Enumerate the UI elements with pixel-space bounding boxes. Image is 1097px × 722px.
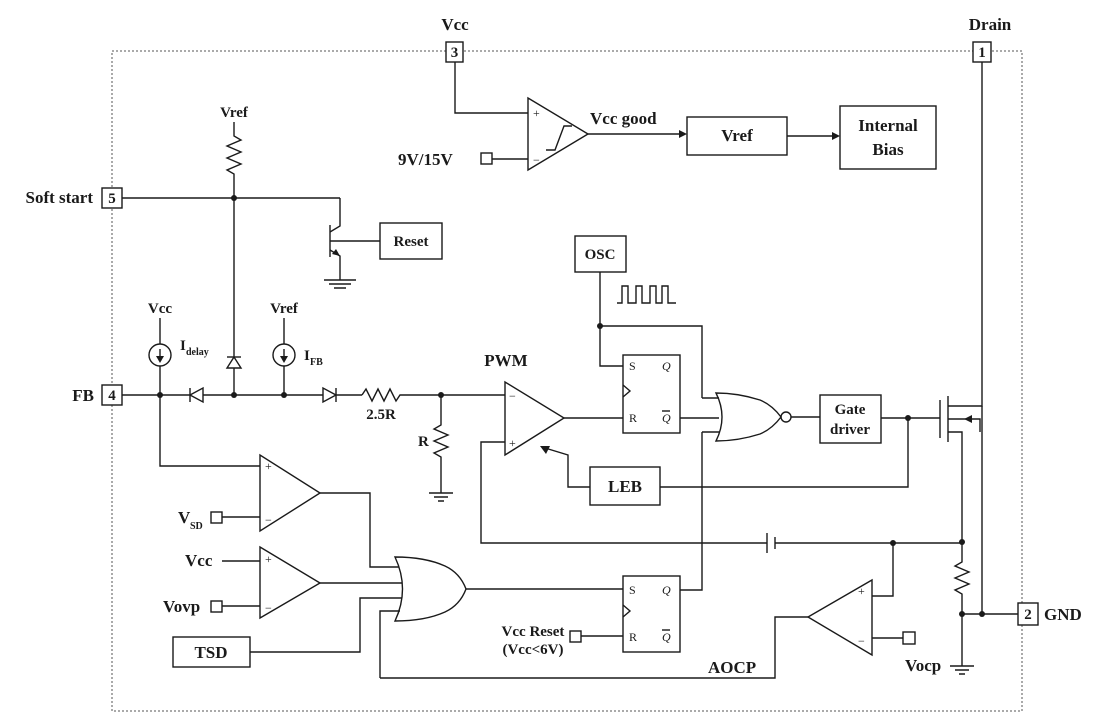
pin-fb-number: 4 [108,388,116,404]
svg-text:SD: SD [190,521,203,532]
svg-text:−: − [265,513,272,527]
pin-gnd: 2 GND [1017,602,1082,626]
ovp-comparator: + − Vcc Vovp [163,545,404,620]
svg-text:Vcc Reset: Vcc Reset [502,624,565,640]
svg-text:V: V [178,508,191,527]
svg-text:R: R [418,434,429,450]
svg-text:Vcc: Vcc [148,301,172,317]
svg-text:S: S [629,583,636,597]
vcc-good-label: Vcc good [590,109,657,128]
svg-text:+: + [858,584,865,598]
svg-text:R: R [629,630,637,644]
svg-text:Q: Q [662,411,671,425]
svg-text:Q: Q [662,583,671,597]
svg-text:Vref: Vref [270,301,299,317]
svg-text:Vcc: Vcc [185,551,213,570]
uvlo-comparator: + − 9V/15V Vcc good [398,62,687,172]
sense-offset [758,533,962,597]
svg-text:PWM: PWM [484,351,527,370]
fb-network: Vcc I delay Vref I FB 2.5R R [122,301,505,502]
svg-text:+: + [265,459,272,473]
soft-start-network: Vref [122,105,380,395]
svg-text:2.5R: 2.5R [366,407,396,423]
pwm-comparator: PWM − + [480,351,758,544]
pin-soft-start-number: 5 [108,191,116,207]
osc-block: OSC [574,235,703,398]
power-mosfet [939,62,1018,675]
gate-driver-block: Gate driver [660,394,940,488]
svg-text:Q: Q [662,630,671,644]
internal-bias-block: Internal Bias [839,105,937,170]
svg-text:delay: delay [186,347,209,358]
svg-text:TSD: TSD [194,643,227,662]
pin-vcc-number: 3 [451,45,459,61]
vsd-comparator: + − V SD [159,395,402,568]
svg-text:Bias: Bias [872,140,904,159]
uvlo-ref-label: 9V/15V [398,150,454,169]
svg-text:(Vcc<6V): (Vcc<6V) [502,642,563,658]
svg-text:AOCP: AOCP [708,658,756,677]
svg-text:Vovp: Vovp [163,597,200,616]
pin-fb: FB 4 [72,384,123,406]
pin-gnd-label: GND [1044,605,1082,624]
svg-text:−: − [858,634,865,648]
svg-text:Q: Q [662,359,671,373]
pin-gnd-number: 2 [1024,607,1032,623]
reset-block: Reset [379,222,443,260]
svg-text:+: + [533,106,540,120]
svg-text:Reset: Reset [394,234,429,250]
svg-text:Vref: Vref [721,126,753,145]
svg-text:−: − [533,153,540,167]
svg-text:Internal: Internal [858,116,918,135]
svg-text:OSC: OSC [585,247,616,263]
pin-drain-label: Drain [969,15,1012,34]
pin-drain: Drain 1 [969,15,1012,63]
or-gate [379,556,623,678]
svg-text:+: + [265,552,272,566]
pin-soft-start: Soft start 5 [25,187,123,209]
pin-fb-label: FB [72,386,94,405]
pin-drain-number: 1 [978,45,986,61]
pin-vcc: Vcc 3 [441,15,469,63]
svg-text:R: R [629,411,637,425]
vref-block: Vref [686,116,840,156]
svg-text:I: I [180,338,186,354]
latch-flipflop: S R Q Q Vcc Reset (Vcc<6V) [502,575,681,658]
svg-text:+: + [509,436,516,450]
vref-top-label: Vref [220,105,249,121]
aocp-comparator: + − Vocp AOCP [380,578,941,679]
svg-text:Vocp: Vocp [905,656,941,675]
svg-text:−: − [509,389,516,403]
tsd-block: TSD [172,597,404,668]
svg-text:−: − [265,601,272,615]
svg-text:LEB: LEB [608,477,642,496]
nor-gate [680,392,820,591]
svg-text:FB: FB [310,357,323,368]
pin-soft-start-label: Soft start [25,188,93,207]
pwm-flipflop: S R Q Q [622,354,719,434]
pin-vcc-label: Vcc [441,15,469,34]
svg-text:S: S [629,359,636,373]
svg-text:driver: driver [830,422,870,438]
ic-boundary [111,50,1023,712]
svg-text:Gate: Gate [835,402,866,418]
svg-text:I: I [304,348,310,364]
leb-block: LEB [540,446,661,506]
